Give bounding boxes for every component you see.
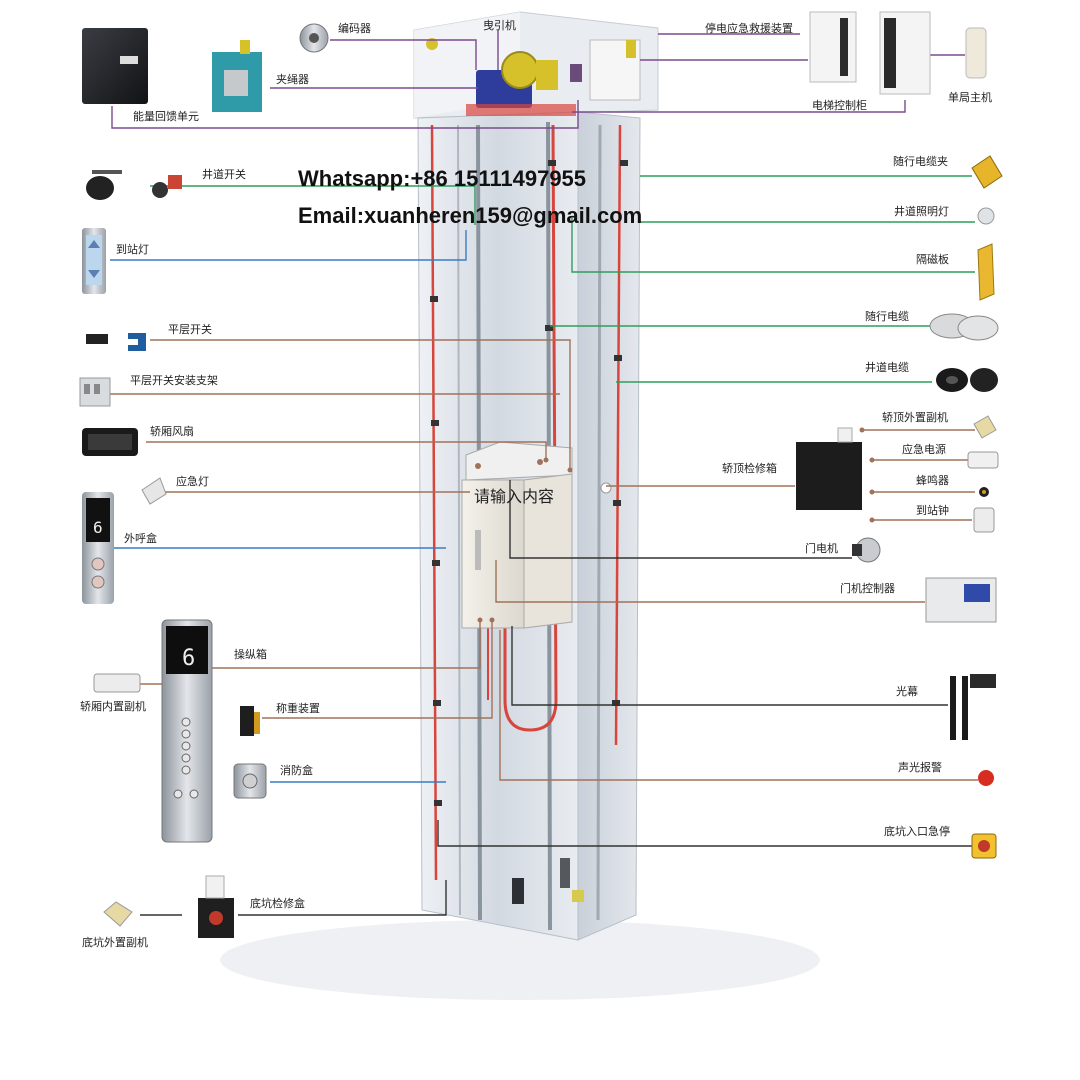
hall-call-box-image xyxy=(82,492,114,604)
fire-box-image xyxy=(233,763,267,799)
car-fan-image xyxy=(82,428,138,456)
alarm-image xyxy=(978,770,994,786)
label-top-inspection: 轿顶检修箱 xyxy=(722,462,777,475)
label-pit-stop: 底坑入口急停 xyxy=(884,825,950,838)
label-single-host: 单局主机 xyxy=(948,91,992,104)
rope-gripper-image xyxy=(212,40,262,112)
controller-cabinet-image xyxy=(879,11,931,95)
label-light-curtain: 光幕 xyxy=(896,685,918,698)
emergency-light-image xyxy=(141,477,167,505)
door-controller-image xyxy=(925,577,997,623)
leveling-switch-image xyxy=(86,333,146,351)
label-arrival-gong: 到站钟 xyxy=(916,504,949,517)
hall-floor-display: 6 xyxy=(93,518,103,537)
load-weighing-image xyxy=(240,706,260,736)
whatsapp-contact: Whatsapp:+86 15111497955 xyxy=(298,166,587,191)
label-travel-cable: 随行电缆 xyxy=(865,310,909,323)
email-contact: Email:xuanheren159@gmail.com xyxy=(298,203,643,228)
magnet-plate-image xyxy=(977,243,995,301)
cable-clamp-image xyxy=(971,155,1003,189)
emergency-rescue-image xyxy=(809,11,857,83)
placeholder-text: 请输入内容 xyxy=(474,487,555,506)
elevator-car xyxy=(461,441,612,629)
pit-sub-unit-image xyxy=(103,901,133,927)
label-leveling-bracket: 平层开关安装支架 xyxy=(130,374,218,387)
label-shaft-light: 井道照明灯 xyxy=(894,205,949,218)
travel-cable-image xyxy=(929,313,999,341)
emergency-power-image xyxy=(967,451,999,469)
top-sub-unit-image xyxy=(973,415,997,439)
label-energy-feedback: 能量回馈单元 xyxy=(133,110,199,123)
label-car-fan: 轿厢风扇 xyxy=(150,425,194,438)
label-alarm: 声光报警 xyxy=(898,761,942,774)
label-emergency-power: 应急电源 xyxy=(902,443,946,456)
label-pit-box: 底坑检修盒 xyxy=(250,897,305,910)
label-pit-sub-unit: 底坑外置副机 xyxy=(82,936,148,949)
label-top-sub-unit: 轿顶外置副机 xyxy=(882,411,948,424)
label-leveling-switch: 平层开关 xyxy=(168,323,212,336)
label-hall-call: 外呼盒 xyxy=(124,532,157,545)
top-inspection-box-image xyxy=(796,427,862,510)
label-fire-box: 消防盒 xyxy=(280,764,313,777)
door-motor-image xyxy=(852,537,881,563)
label-cable-clamp: 随行电缆夹 xyxy=(893,155,948,168)
label-controller-cabinet: 电梯控制柜 xyxy=(812,99,867,112)
leveling-bracket-image xyxy=(79,377,111,407)
shaft-light-image xyxy=(977,207,995,225)
label-car-sub-unit: 轿厢内置副机 xyxy=(80,700,146,713)
pit-box-image xyxy=(198,875,234,938)
pit-stop-image xyxy=(971,833,997,859)
label-encoder: 编码器 xyxy=(338,22,371,35)
label-load-weighing: 称重装置 xyxy=(276,702,320,715)
floor-shadow xyxy=(220,920,820,1000)
cop-floor-display: 6 xyxy=(182,646,196,671)
single-host-image xyxy=(965,27,987,79)
label-emergency-light: 应急灯 xyxy=(176,475,209,488)
buzzer-image xyxy=(979,487,989,497)
label-buzzer: 蜂鸣器 xyxy=(916,474,949,487)
shaft-cable-image xyxy=(936,368,998,392)
label-cop: 操纵箱 xyxy=(234,648,267,661)
label-traction-machine: 曳引机 xyxy=(483,19,516,32)
encoder-image xyxy=(299,23,329,53)
light-curtain-image xyxy=(950,674,996,740)
label-arrival-lamp: 到站灯 xyxy=(116,243,149,256)
label-magnet-plate: 隔磁板 xyxy=(916,253,949,266)
traction-machine xyxy=(426,38,641,116)
label-shaft-cable: 井道电缆 xyxy=(865,361,909,374)
shaft-switch-image xyxy=(86,170,182,200)
connector-lines xyxy=(110,30,965,916)
label-door-motor: 门电机 xyxy=(805,542,838,555)
label-door-controller: 门机控制器 xyxy=(840,582,895,595)
arrival-gong-image xyxy=(973,507,995,533)
car-sub-unit-image xyxy=(93,673,141,693)
energy-feedback-unit-image xyxy=(82,28,148,104)
arrival-lamp-image xyxy=(82,228,106,294)
label-rope-gripper: 夹绳器 xyxy=(276,73,309,86)
label-shaft-switch: 井道开关 xyxy=(202,168,246,181)
label-emergency-rescue: 停电应急救援装置 xyxy=(705,22,793,35)
cop-panel-image xyxy=(161,619,213,843)
